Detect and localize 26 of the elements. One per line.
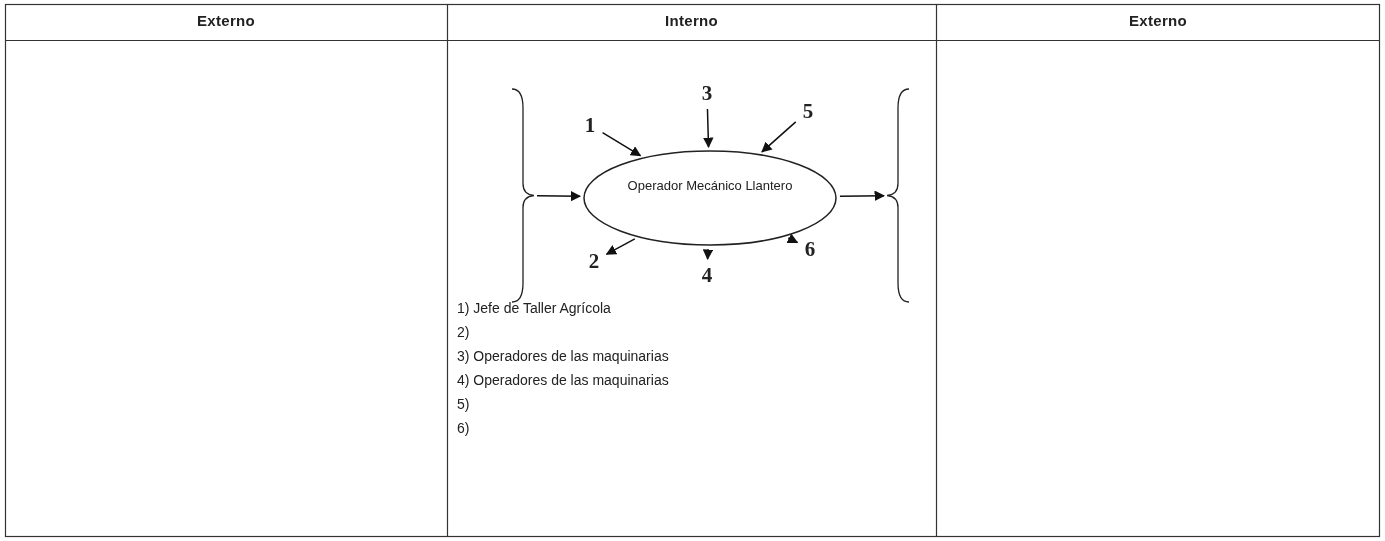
flow-number: 3: [697, 80, 717, 106]
list-item: 6): [457, 420, 470, 436]
arrow: [605, 238, 636, 255]
role-label: Operador Mecánico Llantero: [626, 177, 794, 195]
arrow: [761, 121, 797, 153]
list-item: 2): [457, 324, 470, 340]
flow-number: 1: [580, 112, 600, 138]
arrow: [839, 190, 886, 202]
flow-number: 4: [697, 262, 717, 288]
flow-number: 6: [800, 236, 820, 262]
arrow: [601, 131, 642, 157]
column-header: Interno: [664, 12, 719, 29]
right-curly-brace: [512, 88, 534, 303]
arrow: [703, 108, 714, 149]
column-header: Externo: [1128, 12, 1188, 29]
column-header: Externo: [196, 12, 256, 29]
arrow: [536, 190, 582, 202]
list-item: 4) Operadores de las maquinarias: [457, 372, 669, 388]
list-item: 3) Operadores de las maquinarias: [457, 348, 669, 364]
left-curly-brace: [887, 88, 909, 303]
list-item: 5): [457, 396, 470, 412]
arrow: [786, 233, 799, 244]
arrow: [702, 248, 714, 261]
list-item: 1) Jefe de Taller Agrícola: [457, 300, 611, 316]
flow-number: 2: [584, 248, 604, 274]
flow-number: 5: [798, 98, 818, 124]
